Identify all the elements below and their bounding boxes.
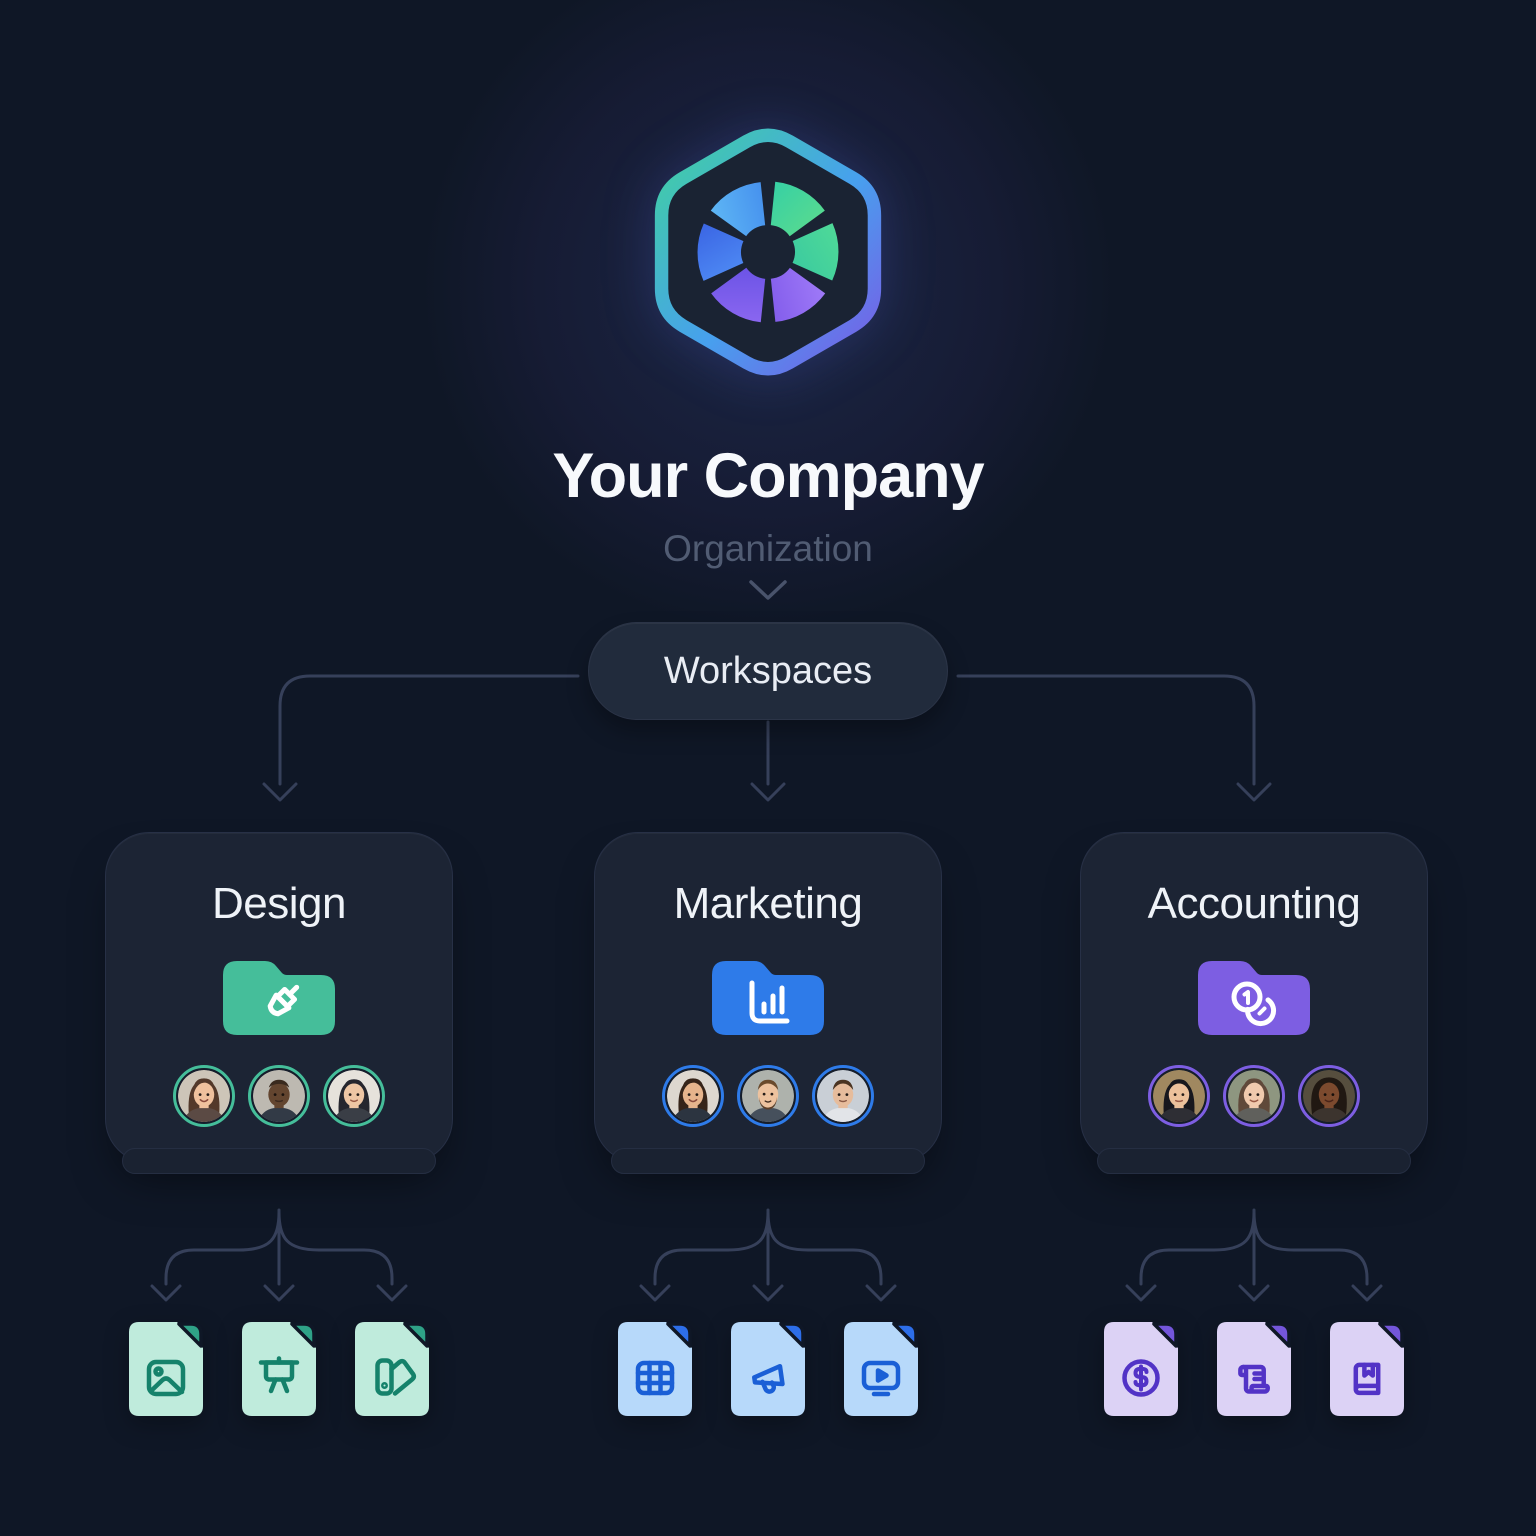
workspace-title: Design [212, 879, 346, 928]
table-file-icon[interactable] [618, 1322, 692, 1416]
marketing-documents [618, 1322, 918, 1416]
aperture-hexagon-icon [654, 128, 882, 376]
bald-man-avatar [248, 1064, 310, 1127]
workspace-card-design[interactable]: Design [105, 832, 453, 1174]
man-short-hair-avatar [812, 1064, 874, 1127]
presentation-file-icon[interactable] [242, 1322, 316, 1416]
member-avatars [595, 1064, 941, 1127]
design-documents [129, 1322, 429, 1416]
man-beard-avatar [737, 1064, 799, 1127]
receipt-file-icon[interactable] [1217, 1322, 1291, 1416]
coins-folder-icon [1198, 951, 1310, 1035]
woman-curly-hair-avatar [1298, 1064, 1360, 1127]
woman-brown-hair-avatar [1223, 1064, 1285, 1127]
workspace-title: Accounting [1147, 879, 1361, 928]
woman-straight-black-hair-avatar [323, 1064, 385, 1127]
bar-chart-icon [749, 980, 790, 1024]
woman-wavy-brown-hair-avatar [173, 1064, 235, 1127]
megaphone-file-icon[interactable] [731, 1322, 805, 1416]
member-avatars [1081, 1064, 1427, 1127]
dollar-file-icon[interactable] [1104, 1322, 1178, 1416]
accounting-documents [1104, 1322, 1404, 1416]
image-file-icon[interactable] [129, 1322, 203, 1416]
woman-dark-hair-avatar [662, 1064, 724, 1127]
paint-brush-icon [267, 984, 300, 1016]
swatches-file-icon[interactable] [355, 1322, 429, 1416]
woman-black-hair-avatar [1148, 1064, 1210, 1127]
book-file-icon[interactable] [1330, 1322, 1404, 1416]
workspace-card-marketing[interactable]: Marketing [594, 832, 942, 1174]
member-avatars [106, 1064, 452, 1127]
workspace-title: Marketing [673, 879, 863, 928]
chevron-down-icon [749, 580, 787, 600]
workspace-card-accounting[interactable]: Accounting [1080, 832, 1428, 1174]
organization-name: Your Company [552, 441, 984, 511]
coins-icon [1231, 981, 1277, 1026]
company-logo [644, 116, 892, 388]
organization-type-label: Organization [663, 528, 873, 569]
bar-chart-folder-icon [712, 951, 824, 1035]
paint-brush-folder-icon [223, 951, 335, 1035]
workspaces-node[interactable]: Workspaces [588, 622, 948, 720]
video-file-icon[interactable] [844, 1322, 918, 1416]
workspaces-node-label: Workspaces [663, 649, 873, 692]
